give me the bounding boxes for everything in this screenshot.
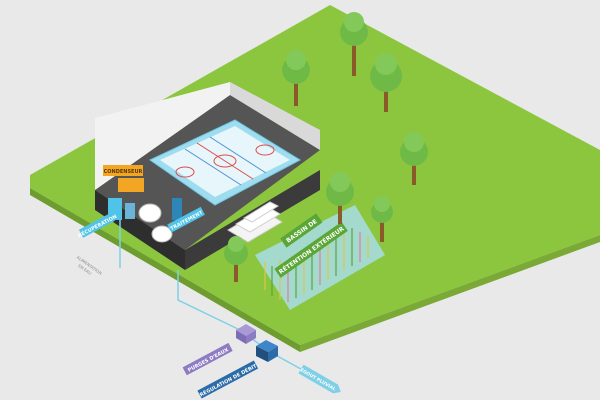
trees — [224, 12, 428, 282]
storage-drum-2 — [151, 225, 173, 243]
condenser-unit — [118, 178, 144, 192]
treatment-label-box — [167, 206, 205, 233]
tree — [340, 12, 368, 76]
retention-label-box-2 — [274, 221, 348, 278]
purge-box-front — [246, 330, 256, 344]
filter-unit — [172, 198, 182, 220]
tree — [400, 132, 428, 185]
purge-label: PURGES D'EAUX — [182, 342, 233, 376]
building-wall-back-right — [230, 82, 320, 150]
step-3 — [242, 201, 280, 223]
tree — [370, 53, 402, 112]
regulator-device — [256, 340, 278, 362]
outdoor-steps — [227, 201, 283, 243]
purge-label-text: PURGES D'EAUX — [187, 347, 230, 374]
purge-label-box — [182, 342, 233, 376]
regulator-label-box — [197, 360, 259, 399]
lawn-side-right — [300, 235, 600, 352]
storage-drum-1 — [138, 203, 162, 223]
outlet-label-text: ÉGOUT PLUVIAL — [299, 366, 338, 393]
purge-device — [236, 324, 256, 344]
regulator-box-top — [256, 340, 278, 352]
retention-label-box-1 — [280, 213, 323, 248]
tree — [371, 196, 393, 242]
building-wall-back-left — [95, 82, 230, 190]
condenser-label-text: CONDENSEUR — [104, 169, 143, 175]
rink-blue-line-2 — [209, 136, 267, 174]
inlet-note: ALIMENTATION EN EAU — [76, 255, 103, 276]
rink-center-circle — [213, 154, 237, 168]
regulator-label: RÉGULATION DE DÉBIT — [197, 360, 259, 399]
rink-faceoff-2 — [255, 144, 275, 156]
regulator-box-side — [256, 346, 268, 362]
condenser-label: CONDENSEUR — [103, 165, 143, 176]
regulator-label-text: RÉGULATION DE DÉBIT — [198, 361, 258, 398]
purge-box-side — [236, 330, 246, 344]
regulator-box-front — [268, 346, 278, 362]
condenser-label-box — [103, 165, 143, 176]
outlet-label: ÉGOUT PLUVIAL — [298, 364, 341, 394]
tree — [224, 236, 248, 282]
rink-blue-line-1 — [184, 148, 242, 186]
tree — [282, 50, 310, 106]
outlet-arrow — [298, 364, 341, 394]
pipe-to-purge — [177, 270, 241, 331]
tree — [326, 172, 354, 224]
rink-center-line — [196, 142, 254, 180]
tank-unit — [125, 203, 135, 219]
recovery-label-box — [78, 212, 115, 238]
rink-faceoff-1 — [175, 166, 195, 178]
